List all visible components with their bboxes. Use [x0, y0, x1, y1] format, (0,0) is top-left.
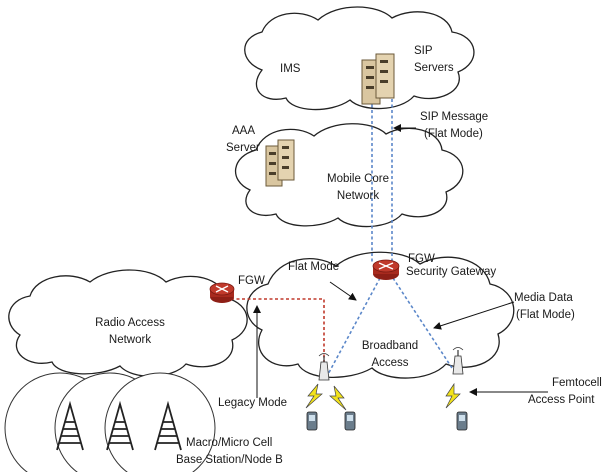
macro-cell-label-line1: Macro/Micro Cell [186, 437, 272, 449]
mobile-core-label-line1: Mobile Core [327, 173, 389, 185]
lightning-icon [329, 385, 347, 411]
server-rack-icon [265, 139, 295, 187]
legacy-mode-path [231, 298, 325, 378]
mobile-core-label-line2: Network [337, 190, 379, 202]
femtocell-label-line2: Access Point [528, 394, 595, 406]
sip-message-label-line1: SIP Message [420, 111, 488, 123]
cell-tower-icon [154, 400, 182, 451]
broadband-access-label-line2: Access [371, 357, 408, 369]
ims-label: IMS [280, 63, 301, 75]
security-gateway-label: Security Gateway [406, 266, 496, 278]
media-data-label-line1: Media Data [514, 292, 573, 304]
aaa-server-label-line2: Server [226, 142, 260, 154]
aaa-server-label-line1: AAA [232, 125, 255, 137]
sip-message-label-line2: (Flat Mode) [424, 128, 483, 140]
fgw-top-label: FGW [408, 253, 435, 265]
legacy-mode-label: Legacy Mode [218, 397, 287, 409]
sip-servers-label-line1: SIP [414, 45, 433, 57]
fgw-left-label: FGW [238, 275, 265, 287]
media-data-leader [433, 301, 515, 330]
router-icon [372, 259, 400, 280]
radio-access-cloud [8, 269, 248, 377]
broadband-access-label-line1: Broadband [362, 340, 418, 352]
femtocell-label-line1: Femtocell [552, 377, 602, 389]
radio-access-label-line1: Radio Access [95, 317, 165, 329]
router-icon [209, 282, 235, 303]
lightning-icon [445, 382, 461, 409]
flat-mode-leader [329, 281, 357, 301]
sip-servers-label-line2: Servers [414, 62, 454, 74]
mobile-phone-icon [306, 411, 318, 431]
mobile-phone-icon [456, 411, 468, 431]
server-rack-icon [361, 53, 395, 105]
cell-tower-icon [106, 400, 134, 451]
lightning-icon [305, 383, 323, 409]
radio-access-label-line2: Network [109, 334, 151, 346]
macro-cell-label-line2: Base Station/Node B [176, 454, 283, 466]
flat-mode-path [325, 277, 381, 379]
cell-tower-icon [56, 400, 84, 451]
femtocell-antenna-icon [452, 347, 464, 375]
flat-mode-label: Flat Mode [288, 261, 339, 273]
femtocell-antenna-icon [318, 353, 330, 381]
ims-cloud [244, 6, 475, 111]
media-data-label-line2: (Flat Mode) [516, 309, 575, 321]
media-data-path [392, 277, 453, 369]
mobile-phone-icon [344, 411, 356, 431]
